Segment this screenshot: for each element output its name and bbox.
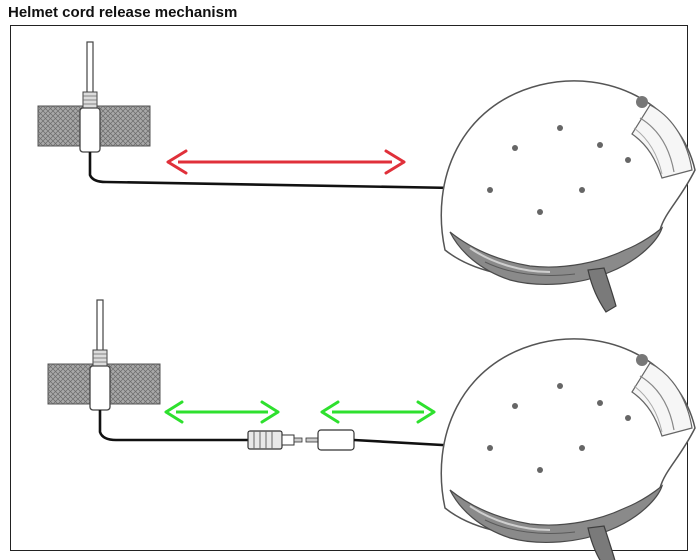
quick-release-plug-male xyxy=(247,430,303,450)
quick-release-plug-female xyxy=(305,429,355,451)
helmet-cord xyxy=(98,410,250,442)
receptacle-connector xyxy=(79,41,101,153)
double-arrow-red xyxy=(166,149,406,175)
released-panel xyxy=(47,299,696,560)
helmet-cord xyxy=(353,438,461,448)
connected-panel xyxy=(37,41,696,313)
double-arrow-green xyxy=(164,400,280,424)
helmet-image xyxy=(440,79,696,313)
double-arrow-green xyxy=(320,400,436,424)
helmet-image xyxy=(440,337,696,560)
helmet-cord xyxy=(88,152,456,190)
receptacle-connector xyxy=(89,299,111,411)
diagram-title: Helmet cord release mechanism xyxy=(8,4,238,21)
